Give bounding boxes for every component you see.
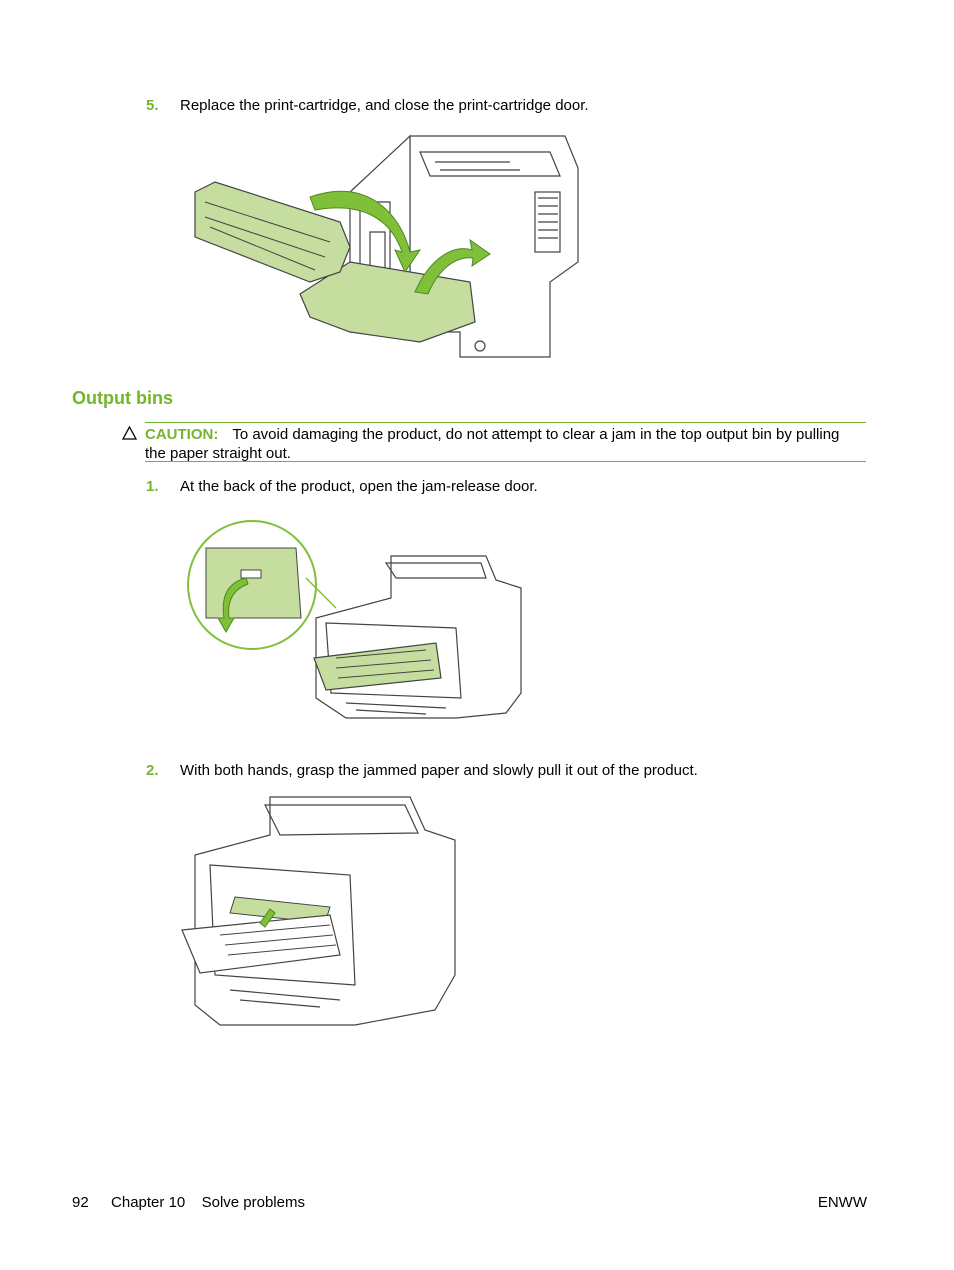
step-number: 2. bbox=[146, 762, 159, 779]
arrow-pull-paper-icon bbox=[259, 908, 276, 928]
step-text: With both hands, grasp the jammed paper … bbox=[180, 762, 698, 779]
arrow-close-door-icon bbox=[414, 238, 491, 295]
caution-label: CAUTION: bbox=[145, 426, 219, 443]
chapter-label: Chapter 10 bbox=[111, 1194, 186, 1211]
step-text: At the back of the product, open the jam… bbox=[180, 478, 538, 495]
arrow-insert-icon bbox=[309, 190, 422, 274]
caution-box: CAUTION: To avoid damaging the product, d… bbox=[145, 422, 866, 462]
warning-triangle-icon bbox=[121, 425, 138, 440]
step-text: Replace the print-cartridge, and close t… bbox=[180, 97, 589, 114]
caution-text-line1: To avoid damaging the product, do not at… bbox=[232, 426, 840, 443]
step-number: 5. bbox=[146, 97, 159, 114]
section-title: Output bins bbox=[72, 388, 173, 408]
print-cartridge bbox=[194, 181, 351, 283]
page-number: 92 bbox=[72, 1194, 89, 1211]
caution-text-line2: the paper straight out. bbox=[145, 445, 291, 462]
jam-release-door bbox=[313, 642, 442, 691]
footer-left: 92 Chapter 10 Solve problems bbox=[72, 1194, 305, 1212]
remove-jammed-paper-illustration bbox=[181, 796, 456, 1026]
jam-release-door-illustration bbox=[187, 520, 522, 719]
footer-right: ENWW bbox=[817, 1194, 867, 1211]
step-number: 1. bbox=[146, 478, 159, 495]
jam-release-door bbox=[181, 914, 341, 974]
arrow-open-door-icon bbox=[217, 577, 249, 634]
cartridge-replacement-illustration bbox=[194, 134, 579, 358]
chapter-title: Solve problems bbox=[201, 1194, 305, 1211]
